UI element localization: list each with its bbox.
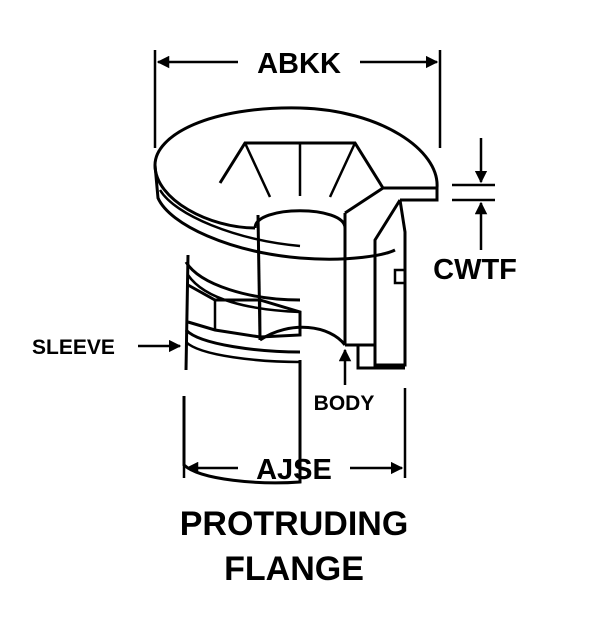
flange-cut-bottom: [400, 188, 439, 202]
sleeve-band-bottom: [184, 328, 301, 354]
callout-body: BODY: [314, 348, 375, 415]
sleeve-band-1: [186, 274, 301, 314]
sleeve-band-top: [184, 261, 301, 302]
sleeve-label: SLEEVE: [32, 336, 115, 359]
bore-top: [253, 209, 347, 229]
body-notch: [393, 268, 407, 285]
cwtf-label: CWTF: [433, 254, 517, 286]
dimension-ajse: AJSE: [182, 388, 407, 486]
hex-socket-inner: [243, 142, 357, 198]
sleeve-hex-2: [213, 300, 262, 337]
sleeve-hex-1: [187, 283, 302, 339]
bore-bottom: [259, 325, 347, 346]
body-outline: [373, 199, 407, 367]
insert-drawing: [153, 106, 439, 485]
title-line-2: FLANGE: [224, 550, 364, 588]
dimension-abkk: ABKK: [153, 48, 442, 148]
hex-socket: [218, 141, 386, 215]
dimension-cwtf: CWTF: [433, 138, 517, 286]
body-label: BODY: [314, 392, 375, 415]
body-base: [345, 343, 405, 370]
sleeve-band-2: [185, 341, 301, 364]
flange-top-outline: [153, 106, 439, 230]
abkk-label: ABKK: [257, 48, 341, 80]
callout-sleeve: SLEEVE: [32, 336, 182, 359]
ajse-label: AJSE: [256, 454, 332, 486]
title-line-1: PROTRUDING: [180, 505, 409, 543]
flange-side-inner: [158, 189, 301, 248]
